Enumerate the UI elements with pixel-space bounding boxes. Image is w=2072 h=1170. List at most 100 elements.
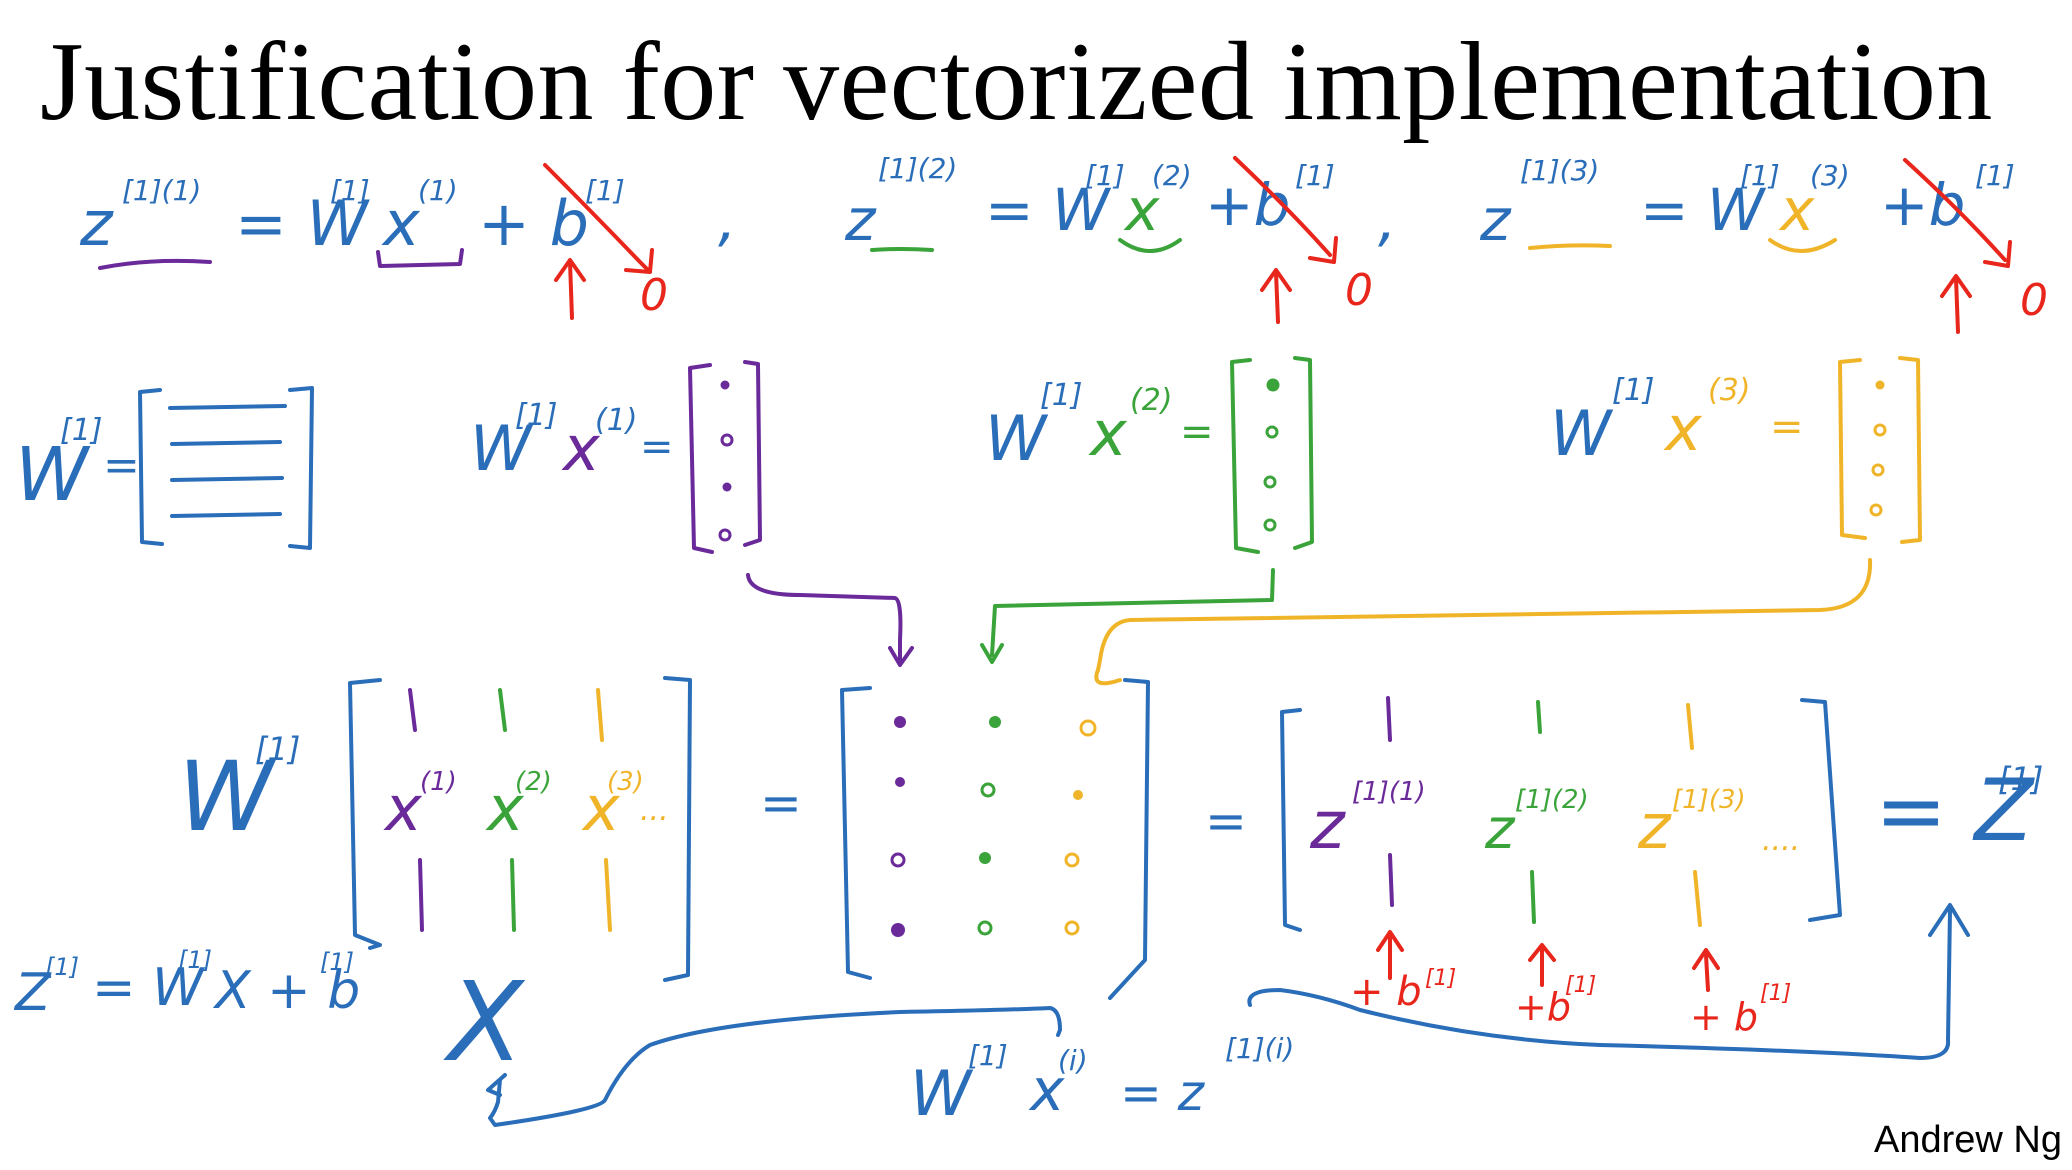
equation-z1: z [1](1) = W [1] x (1) + b [1] 0 , (79, 163, 736, 321)
col-z2-sup: [1](2) (1515, 785, 1589, 815)
wx2-w: W (985, 402, 1049, 475)
eq2-up-arrow (1260, 268, 1292, 324)
big-x-arrow: X (443, 903, 1970, 1127)
wx2-right-bracket (1293, 356, 1314, 550)
col-z3: z (1637, 790, 1672, 863)
w-matrix-eq: = (103, 440, 140, 491)
col-z-ellipsis: .... (1762, 823, 1800, 858)
wx1-x: x (561, 412, 601, 485)
x-right-bracket (663, 676, 692, 982)
dots-right-bracket (1108, 678, 1150, 1000)
col-z3-sup: [1](3) (1672, 785, 1746, 815)
col-x-ellipsis: ... (640, 793, 669, 828)
big-z-sup: [1] (1998, 760, 2043, 798)
col-x3: x (581, 772, 621, 845)
plus-b1-sup: [1] (1425, 966, 1456, 991)
eq3-w-sup: [1] (1740, 159, 1780, 192)
big-w-sup: [1] (255, 730, 300, 768)
bottom-eq-sup: [1](i) (1225, 1032, 1294, 1065)
eq2-x: x (1123, 176, 1160, 244)
wx3-eq: = (1770, 404, 1804, 450)
w-left-bracket (138, 388, 164, 546)
wx1-vector: W [1] x (1) = (470, 360, 762, 554)
eq3-zero: 0 (2020, 275, 2048, 326)
eq3-strike-arrow (1903, 158, 2012, 268)
eq2-zero: 0 (1345, 265, 1373, 316)
author-signature: Andrew Ng (1874, 1119, 2062, 1161)
col-z1: z (1309, 787, 1346, 864)
big-w: W (178, 741, 276, 853)
x-curve-to-bottom (486, 1006, 1062, 1127)
wx3-x: x (1663, 392, 1703, 465)
eq3-x-underline (1768, 238, 1837, 253)
eq3-w: = W (1640, 176, 1767, 244)
eq2-x-underline (1118, 238, 1182, 253)
eq1-lhs-underline (98, 258, 212, 270)
wx2-w-sup: [1] (1040, 378, 1083, 413)
wx3-vector: W [1] x (3) = (1550, 356, 1922, 544)
col-z1-sup: [1](1) (1352, 777, 1426, 807)
eq3-lhs: z (1479, 186, 1512, 254)
vec-eq-sup2: [1] (178, 946, 212, 974)
curve-up-to-big-z (1247, 903, 1970, 1060)
eq2-plus-b: +b (1205, 171, 1290, 239)
eq3-x: x (1778, 176, 1815, 244)
wx1-w-sup: [1] (515, 398, 558, 433)
eq-after-dots: = (1205, 792, 1247, 850)
col-x2-sup: (2) (515, 767, 552, 797)
w-matrix: W [1] = (15, 386, 314, 550)
plus-b2-sup: [1] (1565, 973, 1596, 998)
wx1-w: W (470, 412, 534, 485)
z-columns-matrix: z [1](1) z [1](2) z [1](3) .... = Z [1] (1280, 696, 2043, 932)
eq2-lhs: z (844, 186, 877, 254)
purple-connector (746, 573, 914, 667)
eq1-lhs: z (79, 187, 114, 260)
eq2-strike-arrow (1233, 156, 1338, 264)
wx2-vector: W [1] x (2) = (985, 356, 1314, 554)
plus-b2: +b (1515, 985, 1571, 1029)
col-x2: x (485, 772, 525, 845)
vec-eq-mid: = W (92, 958, 206, 1018)
eq-after-x: = (760, 774, 802, 832)
plus-b3-sup: [1] (1760, 981, 1791, 1006)
eq1-lhs-sup: [1](1) (122, 174, 201, 207)
eq2-b-sup: [1] (1295, 159, 1335, 192)
wx1-x-sup: (1) (595, 403, 638, 438)
eq1-b-sup: [1] (585, 174, 625, 207)
w-rows (168, 404, 287, 518)
eq2-x-sup: (2) (1152, 159, 1192, 192)
w-right-bracket (288, 386, 314, 550)
bottom-equation: W [1] x (i) = z [1](i) (910, 1032, 1294, 1130)
orange-connector (1094, 558, 1873, 686)
wx3-right-bracket (1898, 356, 1922, 544)
bias-additions: + b [1] +b [1] + b [1] (1350, 930, 1791, 1039)
big-w-times-x: W [1] x (1) x (2) x (3) ... = (178, 676, 802, 982)
eq1-zero: 0 (640, 270, 668, 321)
wx1-eq: = (640, 424, 674, 470)
wx1-left-bracket (688, 363, 714, 554)
vec-eq-x: X + b (212, 961, 360, 1021)
bottom-eq: = z (1120, 1064, 1206, 1122)
wx3-w-sup: [1] (1612, 373, 1655, 408)
big-x: X (443, 958, 526, 1086)
w-matrix-label: W (15, 432, 91, 518)
plus-b3: + b (1690, 995, 1758, 1039)
vec-eq-sup1: [1] (45, 953, 79, 981)
eq2-w: = W (985, 176, 1112, 244)
wx2-eq: = (1180, 409, 1214, 455)
eq1-strike-arrow (543, 163, 654, 274)
bottom-x-sup: (i) (1058, 1044, 1088, 1077)
wx2-left-bracket (1230, 358, 1260, 554)
eq2-lhs-sup: [1](2) (878, 152, 957, 185)
col-x1: x (383, 772, 423, 845)
wx1-right-bracket (743, 360, 762, 547)
wx3-left-bracket (1838, 358, 1867, 540)
wx2-x-sup: (2) (1130, 383, 1173, 418)
slide-title: Justification for vectorized implementat… (40, 20, 1993, 144)
vec-eq-z: Z (13, 963, 52, 1023)
eq1-x-sup: (1) (418, 174, 458, 207)
w-matrix-sup: [1] (60, 413, 103, 448)
eq3-lhs-sup: [1](3) (1520, 154, 1599, 187)
bottom-w: W (910, 1057, 974, 1130)
